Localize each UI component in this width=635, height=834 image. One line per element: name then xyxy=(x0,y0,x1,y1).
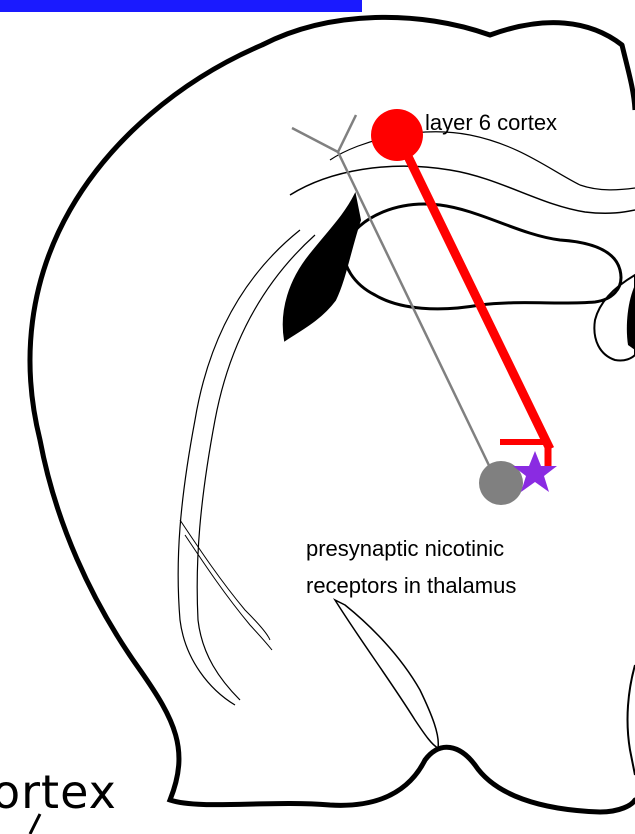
brain-outline xyxy=(30,17,635,812)
corticothalamic-axon xyxy=(400,140,548,445)
thalamic-axon-branch-right xyxy=(338,115,356,152)
lower-structure xyxy=(335,600,438,748)
right-lower-edge xyxy=(628,665,635,775)
thalamic-axon-branch-left xyxy=(292,128,338,152)
layer6-neuron xyxy=(371,109,550,468)
third-ventricle-fill xyxy=(627,285,635,350)
presynaptic-label-line1: presynaptic nicotinic xyxy=(306,530,516,567)
presynaptic-receptors-label: presynaptic nicotinic receptors in thala… xyxy=(306,530,516,604)
thalamus-boundary xyxy=(344,204,621,309)
layer6-soma xyxy=(371,109,423,161)
white-matter-lower xyxy=(290,166,635,213)
midline-edge xyxy=(622,45,635,110)
cortex-label: ortex xyxy=(0,765,117,819)
fiber-branch-1 xyxy=(180,520,270,640)
layer6-label: layer 6 cortex xyxy=(425,110,557,136)
presynaptic-label-line2: receptors in thalamus xyxy=(306,567,516,604)
thalamic-axon xyxy=(338,152,497,482)
fiber-tract-1 xyxy=(178,230,300,705)
